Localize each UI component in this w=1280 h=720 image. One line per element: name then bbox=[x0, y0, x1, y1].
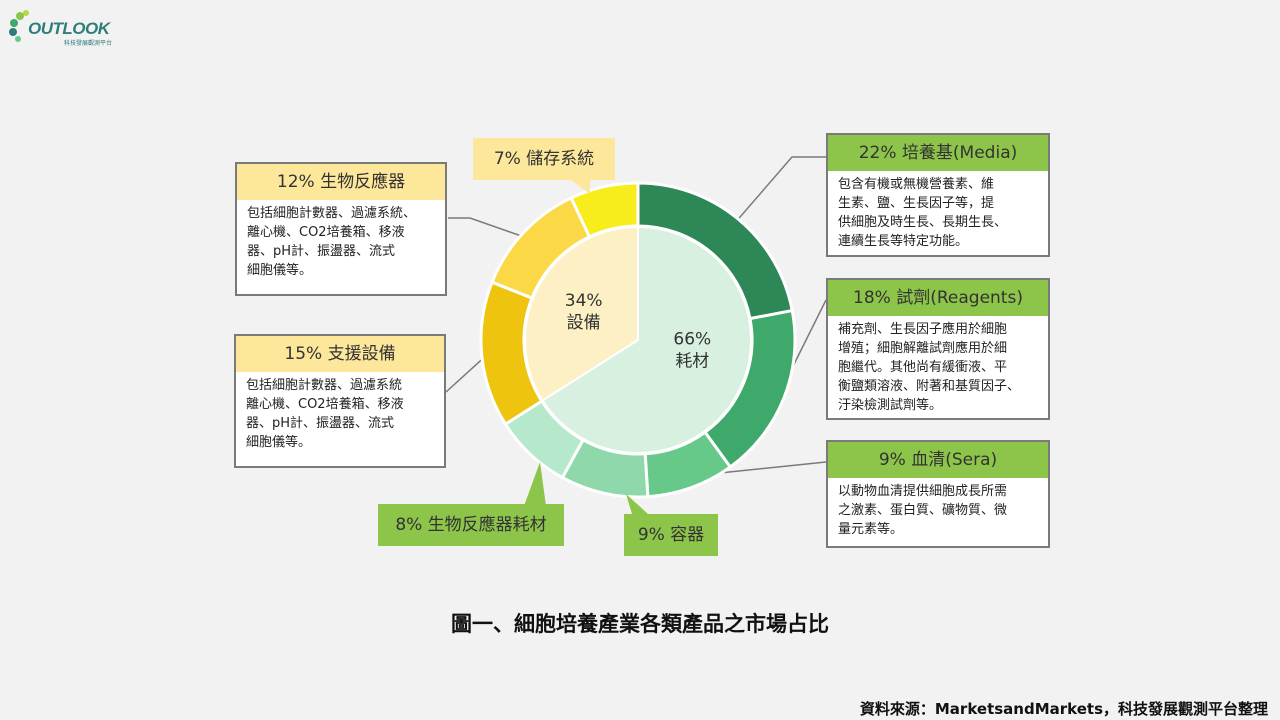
card-support-title: 15% 支援設備 bbox=[236, 336, 444, 372]
card-media-line: 生素、鹽、生長因子等，提 bbox=[838, 196, 995, 211]
card-reagents-line: 汙染檢測試劑等。 bbox=[838, 398, 943, 413]
outlook-logo: OUTLOOK 科技發展觀測平台 bbox=[6, 6, 116, 47]
card-reagents: 18% 試劑(Reagents) 補充劑、生長因子應用於細胞 增殖；細胞解離試劑… bbox=[826, 278, 1050, 420]
card-media-line: 連續生長等特定功能。 bbox=[838, 234, 969, 249]
source-note: 資料來源：MarketsandMarkets，科技發展觀測平台整理 bbox=[859, 700, 1268, 718]
card-reagents-line: 胞繼代。其他尚有緩衝液、平 bbox=[838, 360, 1008, 375]
card-media-line: 供細胞及時生長、長期生長、 bbox=[838, 215, 1008, 230]
inner-label-equipment: 設備 bbox=[567, 313, 601, 333]
card-support-body: 包括細胞計數器、過濾系統 離心機、CO2培養箱、移液 器、pH計、振盪器、流式 … bbox=[246, 376, 404, 452]
card-support-line: 包括細胞計數器、過濾系統 bbox=[246, 378, 403, 393]
card-support-line: 細胞儀等。 bbox=[246, 435, 312, 450]
card-bioreactor-line: 器、pH計、振盪器、流式 bbox=[247, 244, 396, 259]
card-media: 22% 培養基(Media) 包含有機或無機營養素、維 生素、鹽、生長因子等，提… bbox=[826, 133, 1050, 257]
card-sera-title: 9% 血清(Sera) bbox=[828, 442, 1048, 478]
inner-pie bbox=[524, 225, 752, 454]
connector-bioreactor bbox=[448, 217, 532, 241]
logo-text: OUTLOOK bbox=[28, 19, 110, 38]
figure-title: 圖一、細胞培養產業各類產品之市場占比 bbox=[451, 612, 829, 636]
card-sera-body: 以動物血清提供細胞成長所需 之激素、蛋白質、礦物質、微 量元素等。 bbox=[838, 482, 1007, 539]
callout-containers-pointer bbox=[626, 494, 648, 514]
card-sera-line: 量元素等。 bbox=[838, 522, 904, 537]
card-media-body: 包含有機或無機營養素、維 生素、鹽、生長因子等，提 供細胞及時生長、長期生長、 … bbox=[838, 175, 1007, 251]
card-reagents-line: 衡鹽類溶液、附著和基質因子、 bbox=[838, 379, 1021, 394]
card-bioreactor-line: 細胞儀等。 bbox=[247, 263, 313, 278]
card-support-line: 離心機、CO2培養箱、移液 bbox=[246, 397, 404, 412]
callout-storage-text: 7% 儲存系統 bbox=[493, 149, 595, 169]
inner-label-equipment-pct: 34% bbox=[565, 291, 603, 311]
logo-subtext: 科技發展觀測平台 bbox=[64, 40, 113, 47]
card-media-line: 包含有機或無機營養素、維 bbox=[838, 177, 995, 192]
inner-slice-consumables bbox=[541, 225, 752, 454]
logo-dots-icon bbox=[9, 10, 29, 42]
card-sera: 9% 血清(Sera) 以動物血清提供細胞成長所需 之激素、蛋白質、礦物質、微 … bbox=[826, 440, 1050, 548]
card-reagents-title: 18% 試劑(Reagents) bbox=[828, 280, 1048, 316]
callout-bioreactor-consumables-pointer bbox=[524, 462, 546, 506]
callout-storage-pointer bbox=[568, 178, 590, 194]
card-bioreactor-line: 包括細胞計數器、過濾系統、 bbox=[247, 206, 417, 221]
callout-containers-text: 9% 容器 bbox=[637, 525, 705, 545]
connector-media bbox=[732, 156, 826, 226]
card-bioreactor-title: 12% 生物反應器 bbox=[237, 164, 445, 200]
card-support-line: 器、pH計、振盪器、流式 bbox=[246, 416, 395, 431]
callout-containers: 9% 容器 bbox=[624, 514, 718, 556]
connector-support bbox=[445, 353, 489, 393]
callout-bioreactor-consumables: 8% 生物反應器耗材 bbox=[378, 504, 564, 546]
inner-label-consumables: 耗材 bbox=[675, 352, 709, 372]
card-media-title: 22% 培養基(Media) bbox=[828, 135, 1048, 171]
card-bioreactor-body: 包括細胞計數器、過濾系統、 離心機、CO2培養箱、移液 器、pH計、振盪器、流式… bbox=[247, 204, 416, 280]
inner-label-consumables-pct: 66% bbox=[673, 330, 711, 350]
card-reagents-body: 補充劑、生長因子應用於細胞 增殖；細胞解離試劑應用於細 胞繼代。其他尚有緩衝液、… bbox=[838, 320, 1020, 415]
card-bioreactor-line: 離心機、CO2培養箱、移液 bbox=[247, 225, 405, 240]
card-bioreactor: 12% 生物反應器 包括細胞計數器、過濾系統、 離心機、CO2培養箱、移液 器、… bbox=[235, 162, 447, 296]
callout-storage: 7% 儲存系統 bbox=[473, 138, 615, 180]
card-sera-line: 之激素、蛋白質、礦物質、微 bbox=[838, 503, 1008, 518]
card-reagents-line: 補充劑、生長因子應用於細胞 bbox=[838, 322, 1008, 337]
card-sera-line: 以動物血清提供細胞成長所需 bbox=[838, 484, 1008, 499]
card-reagents-line: 增殖；細胞解離試劑應用於細 bbox=[838, 341, 1008, 356]
card-support-equipment: 15% 支援設備 包括細胞計數器、過濾系統 離心機、CO2培養箱、移液 器、pH… bbox=[234, 334, 446, 468]
callout-bioreactor-consumables-text: 8% 生物反應器耗材 bbox=[395, 515, 547, 535]
